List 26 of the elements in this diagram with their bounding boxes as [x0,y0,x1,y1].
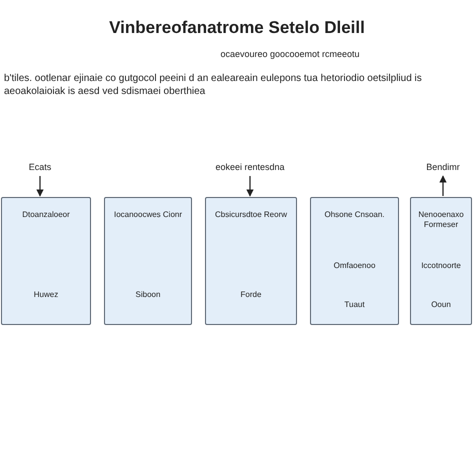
box-text: Ooun [430,300,452,310]
subtitle: ocaevoureo goocooemot rcmeeotu [219,48,361,61]
title: Vinbereofanatrome Setelo Dleill [108,18,366,38]
callout-label: Ecats [18,162,62,172]
box-heading: Dtoanzaloeor [21,210,71,220]
box-text: Huwez [32,290,60,300]
box-heading: Nenooenaxo Formeser [417,210,465,230]
callout-label: eokeei rentesdna [190,162,310,172]
box-text: Tuaut [343,300,366,310]
box-heading: Ohsone Cnsoan. [323,210,386,220]
box-text: Omfaoenoo [332,261,376,271]
description-paragraph: b'tiles. ootlenar ejinaie co gutgocol peeini d an ealeareain eulepons tua hetoriodio oetsilpliud is aeoakolaioiak is aesd ved sdismaei oberthiea [4,72,423,98]
process-box [310,197,399,325]
arrow [439,175,447,196]
process-box [1,197,91,325]
box-text: Siboon [134,290,162,300]
process-box [104,197,192,325]
box-text: Forde [240,290,262,300]
callout-label: Bendimr [414,162,472,172]
process-box [410,197,472,325]
process-box [205,197,297,325]
box-text: Iccotnoorte [420,261,462,271]
arrow [36,176,44,197]
box-heading: Iocanoocwes Cionr [112,210,184,220]
arrow [246,176,254,197]
box-heading: Cbsicursdtoe Reorw [214,210,288,220]
